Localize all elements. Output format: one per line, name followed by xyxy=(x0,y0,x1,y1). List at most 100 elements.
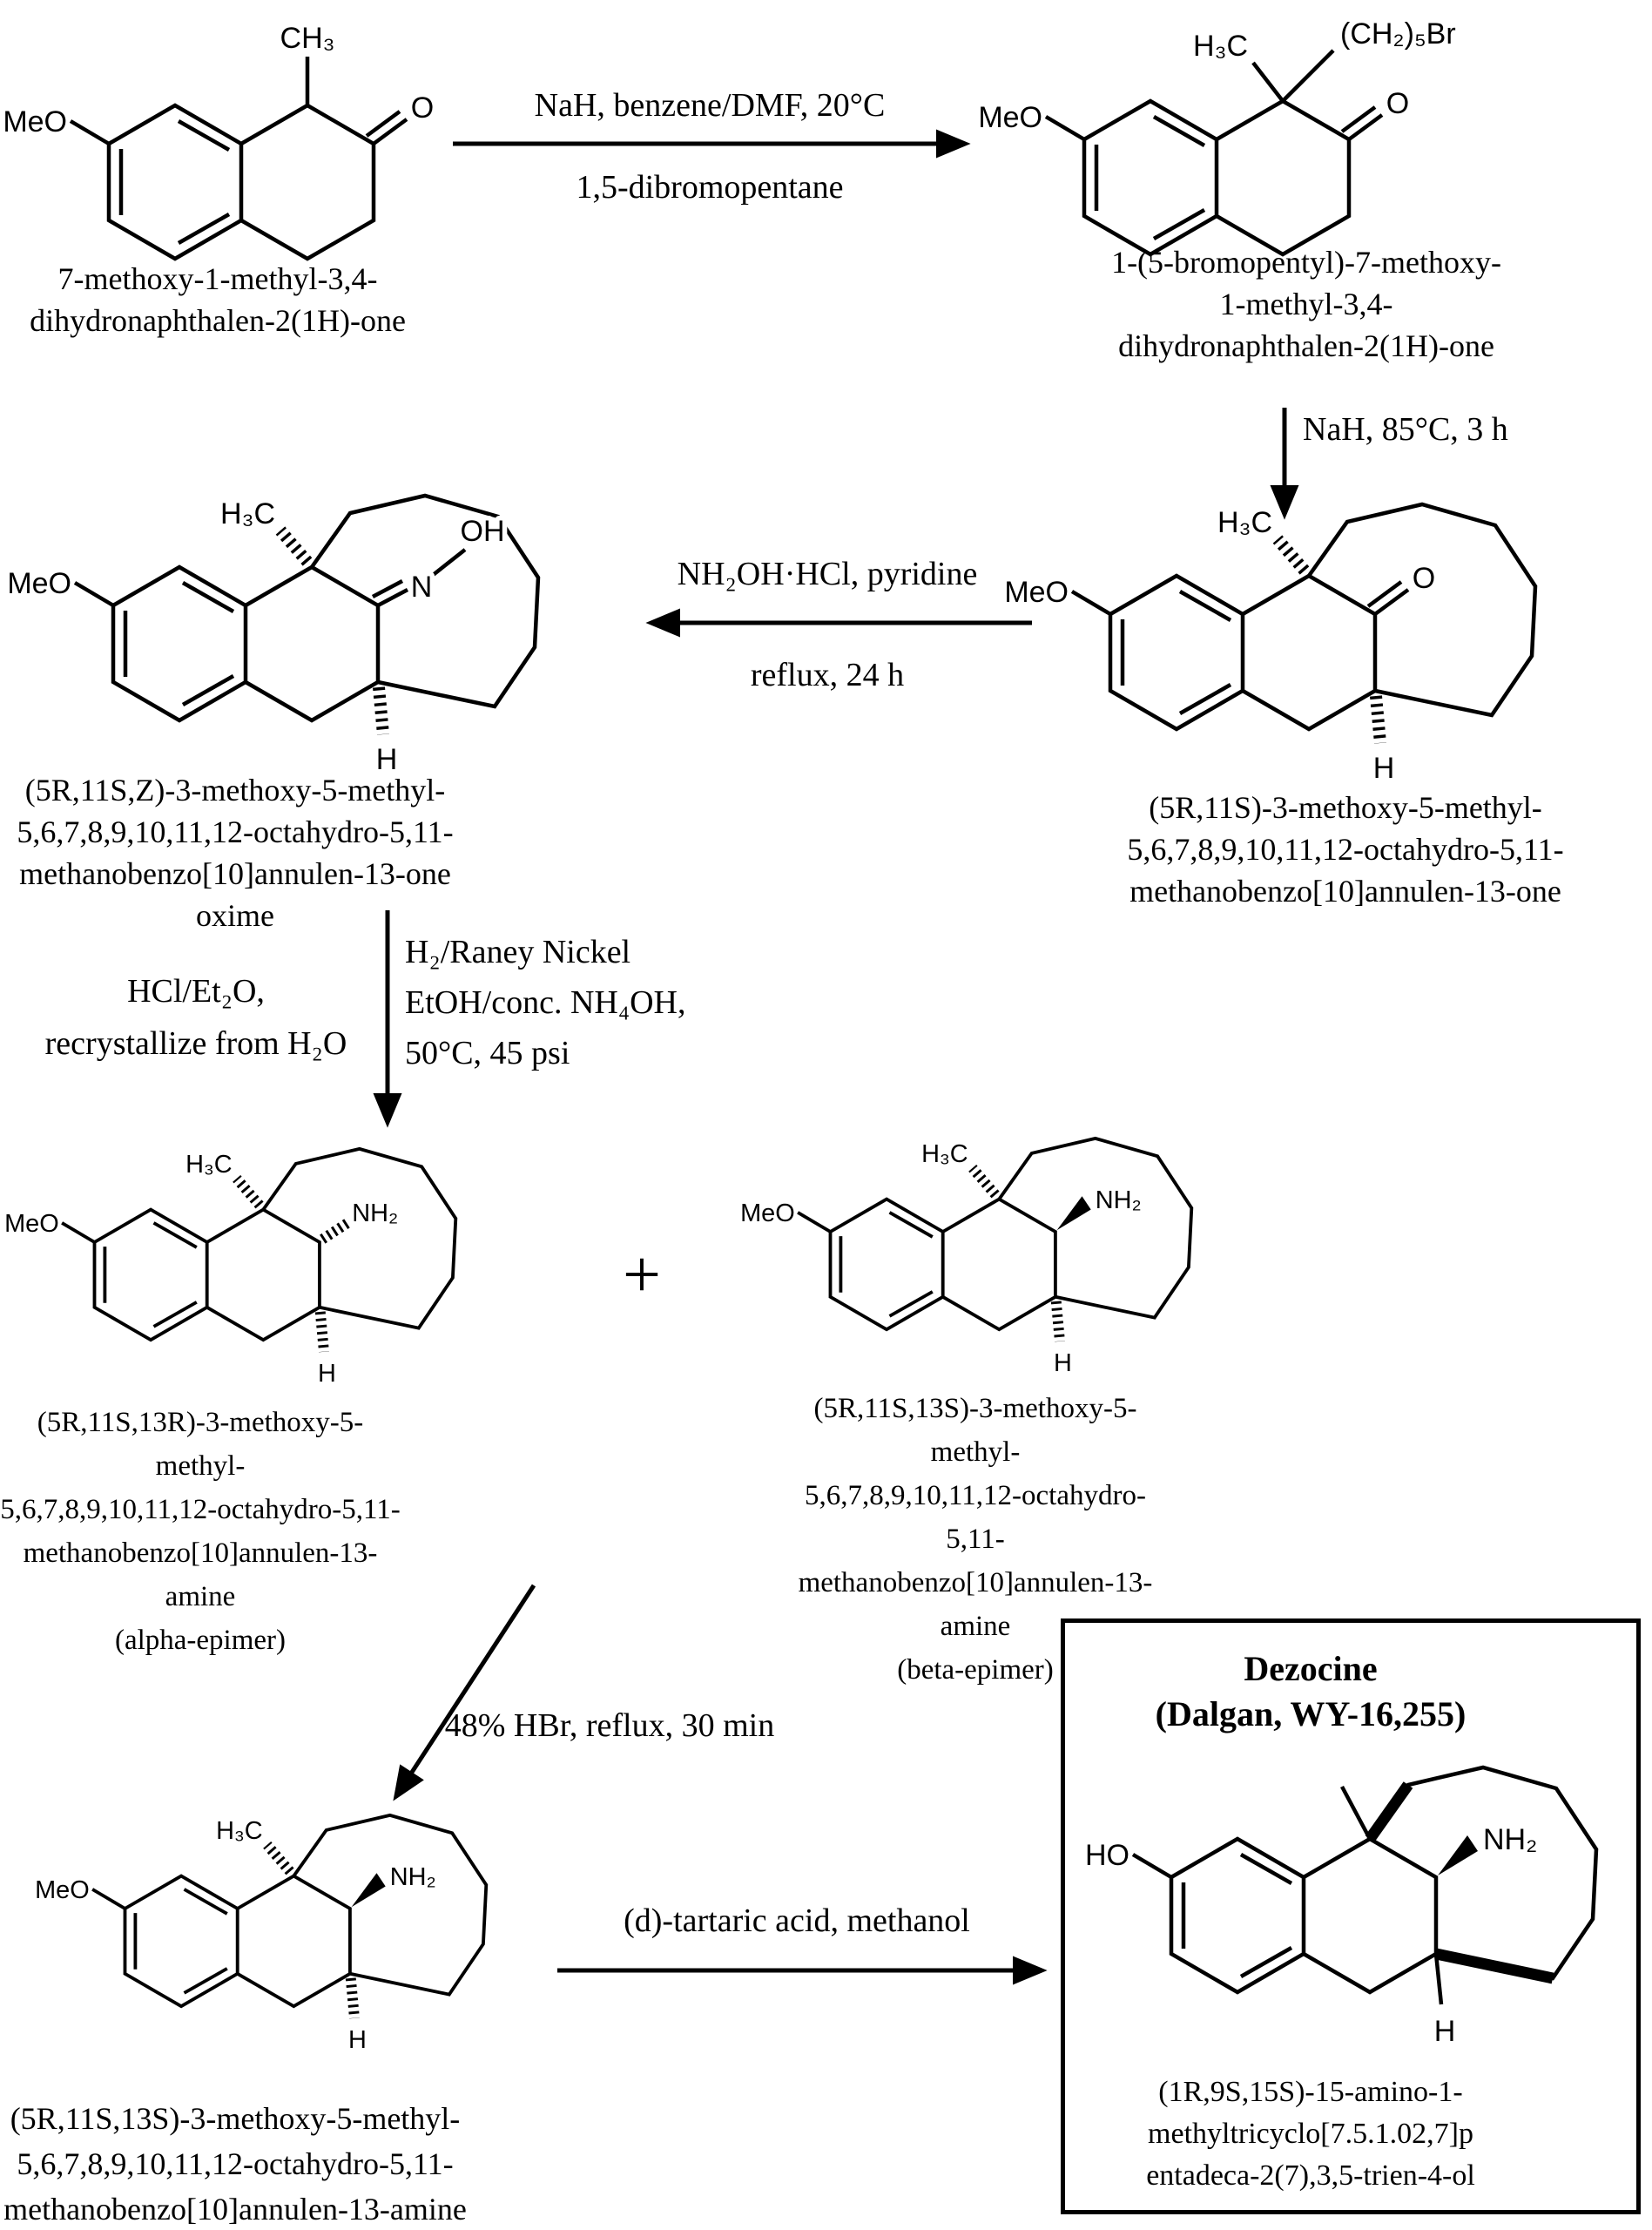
methyl-stub xyxy=(1340,1785,1372,1841)
methoxy-label: MeO xyxy=(4,1210,59,1238)
condition-line: (d)-tartaric acid, methanol xyxy=(624,1902,970,1939)
stereo-h-label: H xyxy=(376,743,398,776)
bold-ring-bond-bottom xyxy=(1434,1948,1554,1984)
ketone-oxygen-label: O xyxy=(1386,87,1409,120)
name-line: 5,6,7,8,9,10,11,12-octahydro-5,11- xyxy=(17,2146,454,2181)
condition-line: EtOH/conc. NH₄OH, xyxy=(405,984,686,1021)
condition-line: H₂/Raney Nickel xyxy=(405,934,631,970)
step4-conditions-right: H₂/Raney Nickel EtOH/conc. NH₄OH, 50°C, … xyxy=(405,927,814,1078)
condition-line: reflux, 24 h xyxy=(750,657,905,693)
methyl-label: H₃C xyxy=(220,497,275,530)
name-line: (5R,11S)-3-methoxy-5-methyl- xyxy=(1149,790,1542,825)
dezocine-box xyxy=(1061,1618,1641,2214)
structure-alpha-epimer: MeO H₃C NH₂ H xyxy=(4,1149,455,1388)
phenol-label: HO xyxy=(1085,1839,1129,1872)
oxime-nitrogen-label: N xyxy=(411,571,433,604)
stereo-h-label: H xyxy=(348,2026,367,2054)
structure-dezocine: HO NH₂ H xyxy=(1085,1767,1596,2048)
name-line: methanobenzo[10]annulen-13-amine xyxy=(3,2192,467,2227)
oxime-hydroxyl-label: OH xyxy=(461,515,505,548)
condition-line: HCl/Et₂O, xyxy=(127,973,265,1010)
name-line: 5,6,7,8,9,10,11,12-octahydro-5,11- xyxy=(1127,832,1564,867)
methoxy-label: MeO xyxy=(978,101,1042,134)
name-line: methyltricyclo[7.5.1.02,7]p xyxy=(1148,2118,1473,2150)
methyl-label: H₃C xyxy=(921,1140,968,1168)
methyl-label: H₃C xyxy=(1193,30,1248,63)
step3-conditions-above: NH₂OH·HCl, pyridine xyxy=(610,554,1045,594)
methyl-label: H₃C xyxy=(185,1151,233,1179)
condition-line: NaH, benzene/DMF, 20°C xyxy=(534,87,886,124)
bold-wedge xyxy=(1438,1835,1478,1875)
name-line: methanobenzo[10]annulen-13-one xyxy=(1129,874,1561,909)
stereo-h-label: H xyxy=(1054,1349,1072,1377)
step6-conditions: (d)-tartaric acid, methanol xyxy=(575,1901,1019,1941)
methyl-label: H₃C xyxy=(1217,506,1272,539)
stereo-h-label: H xyxy=(318,1360,336,1388)
ketone-oxygen-label: O xyxy=(1413,562,1435,595)
amine-label: NH₂ xyxy=(390,1863,436,1891)
structure-tetralone: MeO CH₃ O xyxy=(3,22,434,259)
name-line: entadeca-2(7),3,5-trien-4-ol xyxy=(1146,2159,1475,2192)
name-line: 5,6,7,8,9,10,11,12-octahydro-5,11- xyxy=(805,1480,1146,1555)
name-line: 7-methoxy-1-methyl-3,4- xyxy=(57,261,378,296)
methyl-label: CH₃ xyxy=(280,22,335,55)
h-bond xyxy=(1433,1953,1444,2005)
methoxy-label: MeO xyxy=(35,1876,90,1904)
amine-label: NH₂ xyxy=(352,1199,398,1227)
step2-conditions: NaH, 85°C, 3 h xyxy=(1303,409,1642,449)
structure-demethylation-substrate: MeO H₃C NH₂ H xyxy=(35,1815,486,2054)
methoxy-label: MeO xyxy=(3,105,67,139)
bold-wedge xyxy=(351,1873,386,1908)
name-line: 5,6,7,8,9,10,11,12-octahydro-5,11- xyxy=(17,814,454,849)
step4-conditions-left: HCl/Et₂O, recrystallize from H₂O xyxy=(0,965,392,1070)
condition-line: 48% HBr, reflux, 30 min xyxy=(444,1707,775,1744)
compound-5-name: (5R,11S,13R)-3-methoxy-5-methyl- 5,6,7,8… xyxy=(0,1401,401,1662)
compound-2-name: 1-(5-bromopentyl)-7-methoxy- 1-methyl-3,… xyxy=(993,241,1620,367)
stereo-h-label: H xyxy=(1373,752,1395,785)
condition-line: 50°C, 45 psi xyxy=(405,1035,570,1071)
condition-line: NaH, 85°C, 3 h xyxy=(1303,411,1508,448)
step1-conditions-above: NaH, benzene/DMF, 20°C xyxy=(462,85,958,125)
amine-label: NH₂ xyxy=(1483,1823,1537,1856)
methoxy-label: MeO xyxy=(740,1199,795,1227)
name-line: (beta-epimer) xyxy=(897,1654,1054,1686)
compound-6-name: (5R,11S,13S)-3-methoxy-5-methyl- 5,6,7,8… xyxy=(784,1387,1167,1692)
ketone-oxygen-label: O xyxy=(411,91,434,125)
name-line: 5,6,7,8,9,10,11,12-octahydro-5,11- xyxy=(0,1494,401,1525)
compound-1-name: 7-methoxy-1-methyl-3,4- dihydronaphthale… xyxy=(0,258,435,341)
name-line: methanobenzo[10]annulen-13-amine xyxy=(798,1567,1153,1642)
structure-annulenone: MeO H₃C O H xyxy=(1004,504,1535,785)
step5-conditions: 48% HBr, reflux, 30 min xyxy=(383,1706,836,1746)
structure-beta-epimer: MeO H₃C NH₂ H xyxy=(740,1139,1191,1377)
name-line: dihydronaphthalen-2(1H)-one xyxy=(30,303,406,338)
bromopentyl-label: (CH₂)₅Br xyxy=(1340,17,1456,51)
drug-name: Dezocine xyxy=(1244,1649,1378,1688)
name-line: methanobenzo[10]annulen-13-one oxime xyxy=(19,856,451,933)
step3-conditions-below: reflux, 24 h xyxy=(610,655,1045,695)
condition-line: 1,5-dibromopentane xyxy=(576,169,844,206)
compound-7-name: (5R,11S,13S)-3-methoxy-5-methyl- 5,6,7,8… xyxy=(0,2096,470,2230)
name-line: (5R,11S,Z)-3-methoxy-5-methyl- xyxy=(24,773,446,808)
methyl-label: H₃C xyxy=(216,1817,263,1845)
name-line: methanobenzo[10]annulen-13-amine xyxy=(23,1537,378,1612)
name-line: (1R,9S,15S)-15-amino-1- xyxy=(1158,2076,1463,2108)
plus-sign: + xyxy=(623,1236,661,1312)
methoxy-label: MeO xyxy=(1004,576,1069,609)
name-line: 1-(5-bromopentyl)-7-methoxy- xyxy=(1111,245,1501,280)
step1-conditions-below: 1,5-dibromopentane xyxy=(462,167,958,207)
arrow-step5 xyxy=(393,1584,536,1801)
compound-3-name: (5R,11S)-3-methoxy-5-methyl- 5,6,7,8,9,1… xyxy=(1045,787,1646,912)
name-line: (5R,11S,13S)-3-methoxy-5-methyl- xyxy=(10,2101,461,2136)
structure-oxime: MeO H₃C N OH H xyxy=(7,496,538,776)
dezocine-iupac-name: (1R,9S,15S)-15-amino-1- methyltricyclo[7… xyxy=(1062,2071,1559,2197)
drug-synonyms: (Dalgan, WY-16,255) xyxy=(1155,1694,1467,1733)
name-line: dihydronaphthalen-2(1H)-one xyxy=(1118,328,1494,363)
bold-ring-bond-top xyxy=(1365,1781,1413,1842)
compound-4-name: (5R,11S,Z)-3-methoxy-5-methyl- 5,6,7,8,9… xyxy=(4,769,466,936)
methoxy-label: MeO xyxy=(7,567,71,600)
bold-wedge xyxy=(1056,1196,1091,1231)
name-line: (5R,11S,13R)-3-methoxy-5-methyl- xyxy=(37,1407,364,1482)
stereo-h-label: H xyxy=(1434,2015,1456,2048)
